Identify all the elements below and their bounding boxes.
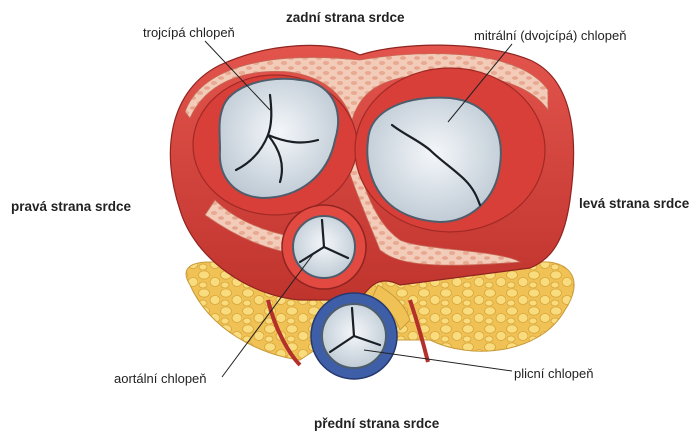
label-posterior: zadní strana srdce	[286, 10, 405, 25]
mitral-valve	[367, 98, 501, 222]
label-left-side: levá strana srdce	[579, 196, 689, 211]
label-anterior: přední strana srdce	[314, 416, 439, 431]
label-aortic-valve: aortální chlopeň	[114, 371, 207, 386]
label-tricuspid-valve: trojcípá chlopeň	[143, 25, 235, 40]
label-right-side: pravá strana srdce	[11, 199, 131, 214]
label-pulmonary-valve: plicní chlopeň	[514, 366, 594, 381]
label-mitral-valve: mitrální (dvojcípá) chlopeň	[474, 28, 626, 43]
